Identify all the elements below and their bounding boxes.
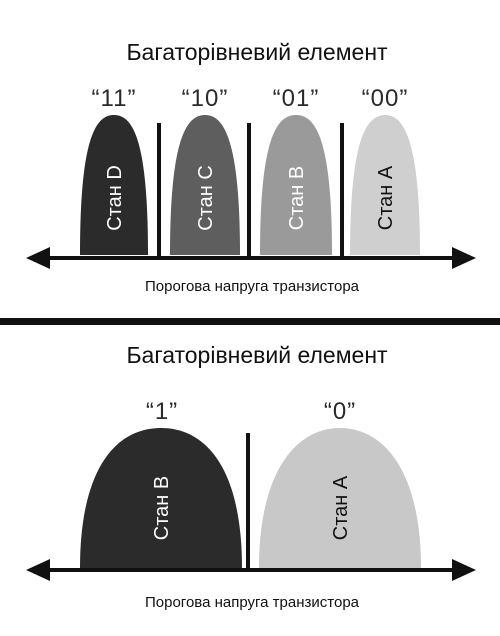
bottom-state-b-distribution xyxy=(80,428,242,568)
bottom-code-0: “0” xyxy=(324,398,356,425)
bottom-axis-label: Порогова напруга транзистора xyxy=(145,594,360,611)
top-title: Багаторівневий елемент xyxy=(126,39,388,65)
top-state-a-label: Стан A xyxy=(375,165,397,230)
bottom-title: Багаторівневий елемент xyxy=(126,342,388,368)
top-voltage-axis xyxy=(26,247,476,269)
bottom-axis-right-arrow xyxy=(452,559,476,581)
top-code-b: “01” xyxy=(273,85,320,112)
top-code-d: “11” xyxy=(92,85,137,112)
bottom-state-b-label: Стан B xyxy=(151,476,173,540)
top-state-c-label: Стан C xyxy=(195,165,217,231)
top-state-b-label: Стан B xyxy=(286,166,308,230)
top-code-a: “00” xyxy=(362,85,409,112)
bottom-voltage-axis xyxy=(26,559,476,581)
top-threshold-divider-3 xyxy=(340,123,344,258)
top-code-c: “10” xyxy=(182,85,229,112)
bottom-code-1: “1” xyxy=(146,398,178,425)
top-state-b-distribution xyxy=(260,115,332,255)
top-axis-label: Порогова напруга транзистора xyxy=(145,278,360,295)
bottom-threshold-divider xyxy=(246,433,250,571)
top-axis-right-arrow xyxy=(452,247,476,269)
bottom-state-a-distribution xyxy=(259,428,421,568)
bottom-state-a-label: Стан A xyxy=(330,475,352,540)
top-state-d-distribution xyxy=(80,115,148,255)
top-threshold-divider-1 xyxy=(157,123,161,258)
top-axis-left-arrow xyxy=(26,247,50,269)
panel-separator xyxy=(0,318,500,325)
top-state-a-distribution xyxy=(350,115,420,255)
bottom-axis-left-arrow xyxy=(26,559,50,581)
top-state-d-label: Стан D xyxy=(104,165,126,231)
top-state-c-distribution xyxy=(170,115,240,255)
top-threshold-divider-2 xyxy=(247,123,251,258)
